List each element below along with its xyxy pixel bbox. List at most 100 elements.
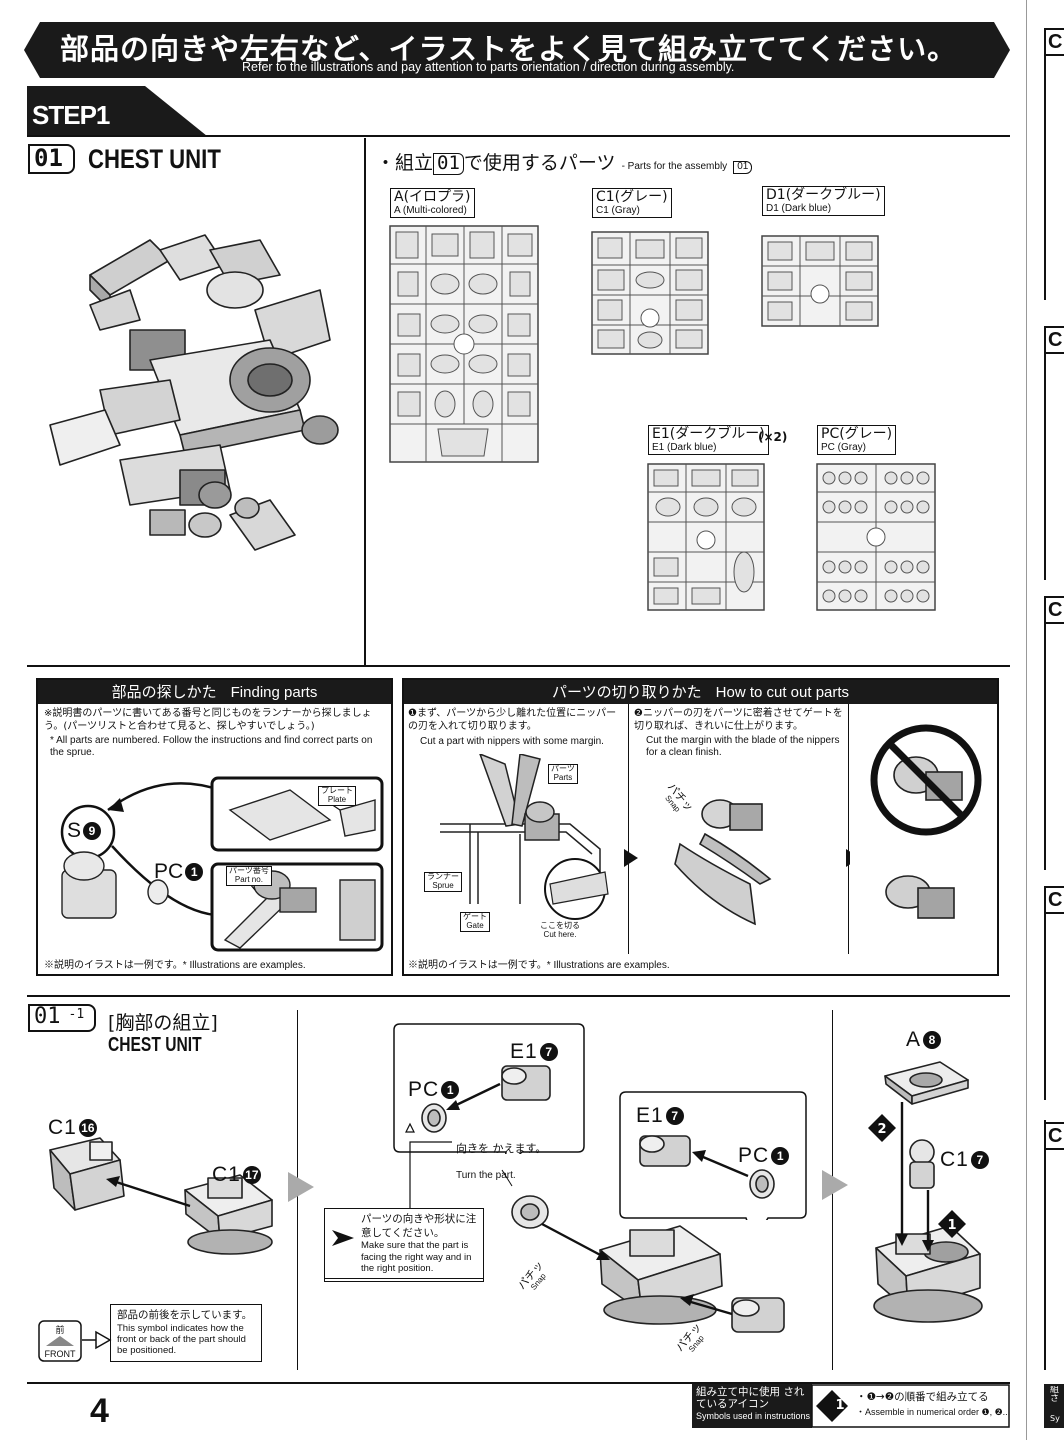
turn-part-ja: 向きを かえます。 bbox=[456, 1142, 547, 1155]
sprue-a-ja: A(イロプラ) bbox=[394, 189, 471, 205]
next-page-frame-3 bbox=[1044, 600, 1046, 870]
label-c1-16-part: C1 bbox=[48, 1116, 77, 1139]
section-number: 01 bbox=[28, 144, 75, 174]
sprue-label-c1: C1(グレー) C1 (Gray) bbox=[592, 188, 672, 219]
sprue-e1-illustration bbox=[647, 463, 765, 611]
step-arrow-icon bbox=[288, 1172, 314, 1202]
sprue-pc-ja: PC(グレー) bbox=[821, 426, 893, 442]
callout-s9-num: 9 bbox=[83, 822, 102, 840]
front-note-ja: 部品の前後を示しています。 bbox=[117, 1309, 253, 1321]
finding-parts-note-ja: ※説明書のパーツに書いてある番号と同じものをランナーから探しましょう。(パーツリ… bbox=[44, 708, 372, 732]
order-1-icon: 1 bbox=[938, 1210, 966, 1238]
cut-here-label: ここを切る Cut here. bbox=[540, 921, 580, 940]
step-rule bbox=[27, 135, 1010, 137]
banner-title-ja: 部品の向きや左右など、イラストをよく見て組み立ててください。 bbox=[60, 32, 958, 66]
label-pc-1-b-num: 1 bbox=[771, 1147, 790, 1165]
finding-parts-header: 部品の探しかた Finding parts bbox=[38, 680, 391, 704]
front-icon-ja: 前 bbox=[55, 1326, 65, 1336]
next-page-frame-4 bbox=[1044, 890, 1046, 1100]
legend-title-en: Symbols used in instructions bbox=[696, 1411, 811, 1421]
orient-note-en: Make sure that the part is facing the ri… bbox=[361, 1240, 472, 1275]
bad-cut-illustration bbox=[870, 724, 982, 919]
sprue-label-e1: E1(ダークブルー) E1 (Dark blue) bbox=[648, 425, 769, 456]
sprue-label-a: A(イロプラ) A (Multi-colored) bbox=[390, 188, 475, 219]
label-a-8-part: A bbox=[906, 1028, 922, 1051]
next-page-tab-5: C bbox=[1044, 1122, 1064, 1150]
section-divider bbox=[364, 138, 366, 666]
gate-tag-en: Gate bbox=[466, 920, 484, 930]
partno-tag-ja: パーツ番号 bbox=[229, 866, 269, 875]
sprue-label-d1: D1(ダークブルー) D1 (Dark blue) bbox=[762, 186, 885, 217]
cutting-footnote: ※説明のイラストは一例です。* Illustrations are exampl… bbox=[408, 960, 670, 971]
subsection-number-text: 01 bbox=[28, 1004, 65, 1032]
legend-title-ja: 組み立て中に使用 されているアイコン bbox=[696, 1386, 805, 1411]
chest-unit-exploded-illustration bbox=[49, 234, 339, 551]
finding-parts-title-ja: 部品の探しかた bbox=[111, 683, 217, 701]
sprue-d1-en: D1 (Dark blue) bbox=[766, 203, 832, 215]
sprue-label-pc: PC(グレー) PC (Gray) bbox=[817, 425, 897, 456]
front-note-en: This symbol indicates how the front or b… bbox=[117, 1322, 246, 1357]
partno-tag-en: Part no. bbox=[234, 874, 263, 884]
sprue-e1-en: E1 (Dark blue) bbox=[652, 442, 717, 454]
label-c1-16-num: 16 bbox=[78, 1119, 97, 1137]
next-page-frame-5 bbox=[1044, 1120, 1046, 1370]
gate-tag-ja: ゲート bbox=[463, 912, 487, 921]
sprue-a-en: A (Multi-colored) bbox=[394, 205, 467, 217]
icon-legend bbox=[692, 1384, 1010, 1428]
banner-title-en: Refer to the illustrations and pay atten… bbox=[242, 60, 735, 74]
label-c1-7-num: 7 bbox=[970, 1151, 989, 1169]
assembly-step-a-illustration bbox=[49, 1137, 273, 1255]
sprue-e1-ja: E1(ダークブルー) bbox=[652, 426, 765, 442]
label-a-8-num: 8 bbox=[923, 1031, 942, 1049]
next-page-tab-3: C bbox=[1044, 596, 1064, 624]
orientation-note-content: パーツの向きや形状に注意してください。 Make sure that the p… bbox=[324, 1208, 484, 1280]
sprue-c1-ja: C1(グレー) bbox=[596, 189, 668, 205]
parts-heading-en: - Parts for the assembly bbox=[621, 161, 728, 172]
subsection-title-en: CHEST UNIT bbox=[108, 1034, 202, 1056]
page-number: 4 bbox=[90, 1392, 109, 1430]
plate-tag-ja: プレート bbox=[321, 786, 353, 795]
cut-here-ja: ここを切る bbox=[540, 921, 580, 930]
sprue-pc-en: PC (Gray) bbox=[821, 442, 866, 454]
callout-pc1-num: 1 bbox=[185, 863, 204, 881]
parts-tag: パーツ Parts bbox=[548, 764, 578, 784]
next-page-frame-2 bbox=[1044, 330, 1046, 580]
order-2-icon: 2 bbox=[868, 1114, 896, 1142]
next-page-tab-1: C bbox=[1044, 28, 1064, 56]
sprue-d1-ja: D1(ダークブルー) bbox=[766, 187, 881, 203]
step-arrow-icon bbox=[822, 1170, 848, 1200]
front-symbol-note: 部品の前後を示しています。 This symbol indicates how … bbox=[110, 1304, 262, 1362]
finding-parts-footnote: ※説明のイラストは一例です。* Illustrations are exampl… bbox=[44, 960, 306, 971]
finding-parts-title-en: Finding parts bbox=[230, 684, 318, 701]
callout-bubble-1 bbox=[393, 1023, 585, 1154]
cut-step1-en: Cut a part with nippers with some margin… bbox=[420, 736, 604, 747]
next-page-legend-ja: 組 さ bbox=[1050, 1386, 1060, 1405]
step-label: STEP1 bbox=[32, 100, 110, 130]
step-tab bbox=[27, 86, 207, 136]
front-icon-en: FRONT bbox=[44, 1349, 76, 1359]
label-e1-7-a-num: 7 bbox=[539, 1043, 558, 1061]
label-pc-1-a-part: PC bbox=[408, 1078, 440, 1101]
cutting-divider-1 bbox=[628, 704, 629, 954]
page-gutter bbox=[1026, 0, 1027, 1440]
sprue-c1-en: C1 (Gray) bbox=[596, 205, 640, 217]
subsection-rule bbox=[27, 995, 1010, 997]
cutting-illustration bbox=[440, 754, 850, 926]
cut-step2-ja: ❷ニッパーの刃をパーツに密着させてゲートを切り取れば、きれいに仕上がります。 bbox=[634, 708, 843, 732]
cutting-title-ja: パーツの切り取りかた bbox=[551, 683, 702, 701]
legend-text-en: ・Assemble in numerical order ❶, ❷... bbox=[856, 1407, 1011, 1417]
label-pc-1-a-num: 1 bbox=[441, 1081, 460, 1099]
assembly-step-c-illustration bbox=[873, 1061, 983, 1323]
section-title: CHEST UNIT bbox=[88, 144, 221, 174]
label-c1-17-num: 17 bbox=[242, 1166, 261, 1184]
assembly-step-b-illustration bbox=[511, 1195, 785, 1333]
cutting-divider-2 bbox=[848, 704, 849, 954]
partno-tag: パーツ番号 Part no. bbox=[226, 866, 272, 886]
section-number-text: 01 bbox=[28, 144, 67, 174]
sprue-tag-en: Sprue bbox=[432, 880, 454, 890]
